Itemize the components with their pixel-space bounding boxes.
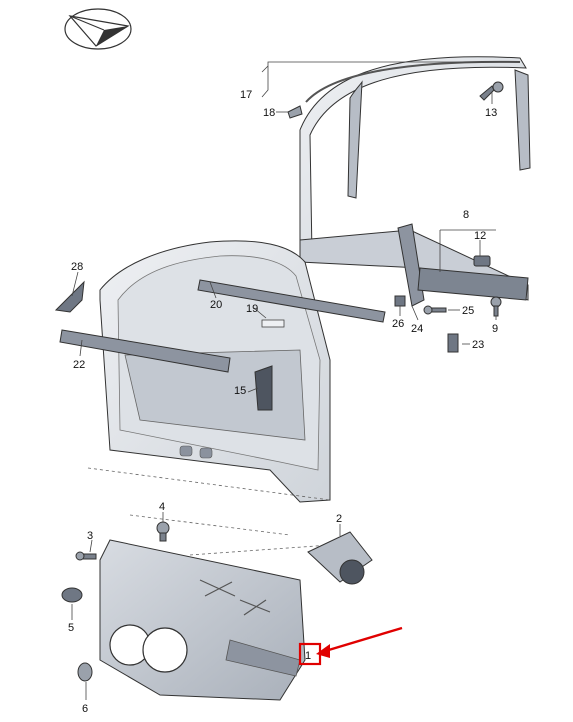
label-15: 15: [234, 385, 246, 397]
part-19: [261, 319, 285, 328]
label-23: 23: [472, 339, 484, 351]
label-8: 8: [463, 209, 469, 221]
label-1: 1: [305, 650, 311, 662]
clip-26: [394, 295, 406, 307]
screw-13: [479, 81, 504, 101]
clip-18: [287, 105, 303, 119]
part-1-highlight-box: [298, 642, 322, 666]
label-25: 25: [462, 305, 474, 317]
label-20: 20: [210, 299, 222, 311]
pad-23: [447, 333, 459, 353]
clip-12: [473, 255, 491, 267]
mirror-cover-28: [54, 280, 85, 313]
label-17: 17: [240, 89, 252, 101]
door-module-panel: [99, 539, 306, 701]
handle-15: [254, 365, 273, 411]
clip-6: [77, 662, 93, 682]
highlight-arrow: [316, 626, 403, 658]
bolt-9: [490, 296, 502, 317]
paper-plane-icon: [64, 8, 132, 50]
seal-strip-20: [197, 279, 386, 323]
outer-strip-8: [417, 267, 529, 301]
bolt-4: [156, 521, 170, 542]
label-28: 28: [71, 261, 83, 273]
label-13: 13: [485, 107, 497, 119]
label-6: 6: [82, 703, 88, 715]
bolt-25: [423, 305, 447, 315]
screw-3: [75, 551, 97, 561]
door-shell: [99, 240, 331, 503]
label-3: 3: [87, 530, 93, 542]
plug-5: [61, 587, 83, 603]
label-19: 19: [246, 303, 258, 315]
pillar-trim-24: [397, 223, 425, 307]
label-12: 12: [474, 230, 486, 242]
label-22: 22: [73, 359, 85, 371]
label-5: 5: [68, 622, 74, 634]
label-4: 4: [159, 501, 165, 513]
label-24: 24: [411, 323, 423, 335]
label-26: 26: [392, 318, 404, 330]
label-9: 9: [492, 323, 498, 335]
regulator-motor-2: [307, 531, 373, 585]
inner-strip-22: [59, 329, 231, 373]
label-18: 18: [263, 107, 275, 119]
label-2: 2: [336, 513, 342, 525]
